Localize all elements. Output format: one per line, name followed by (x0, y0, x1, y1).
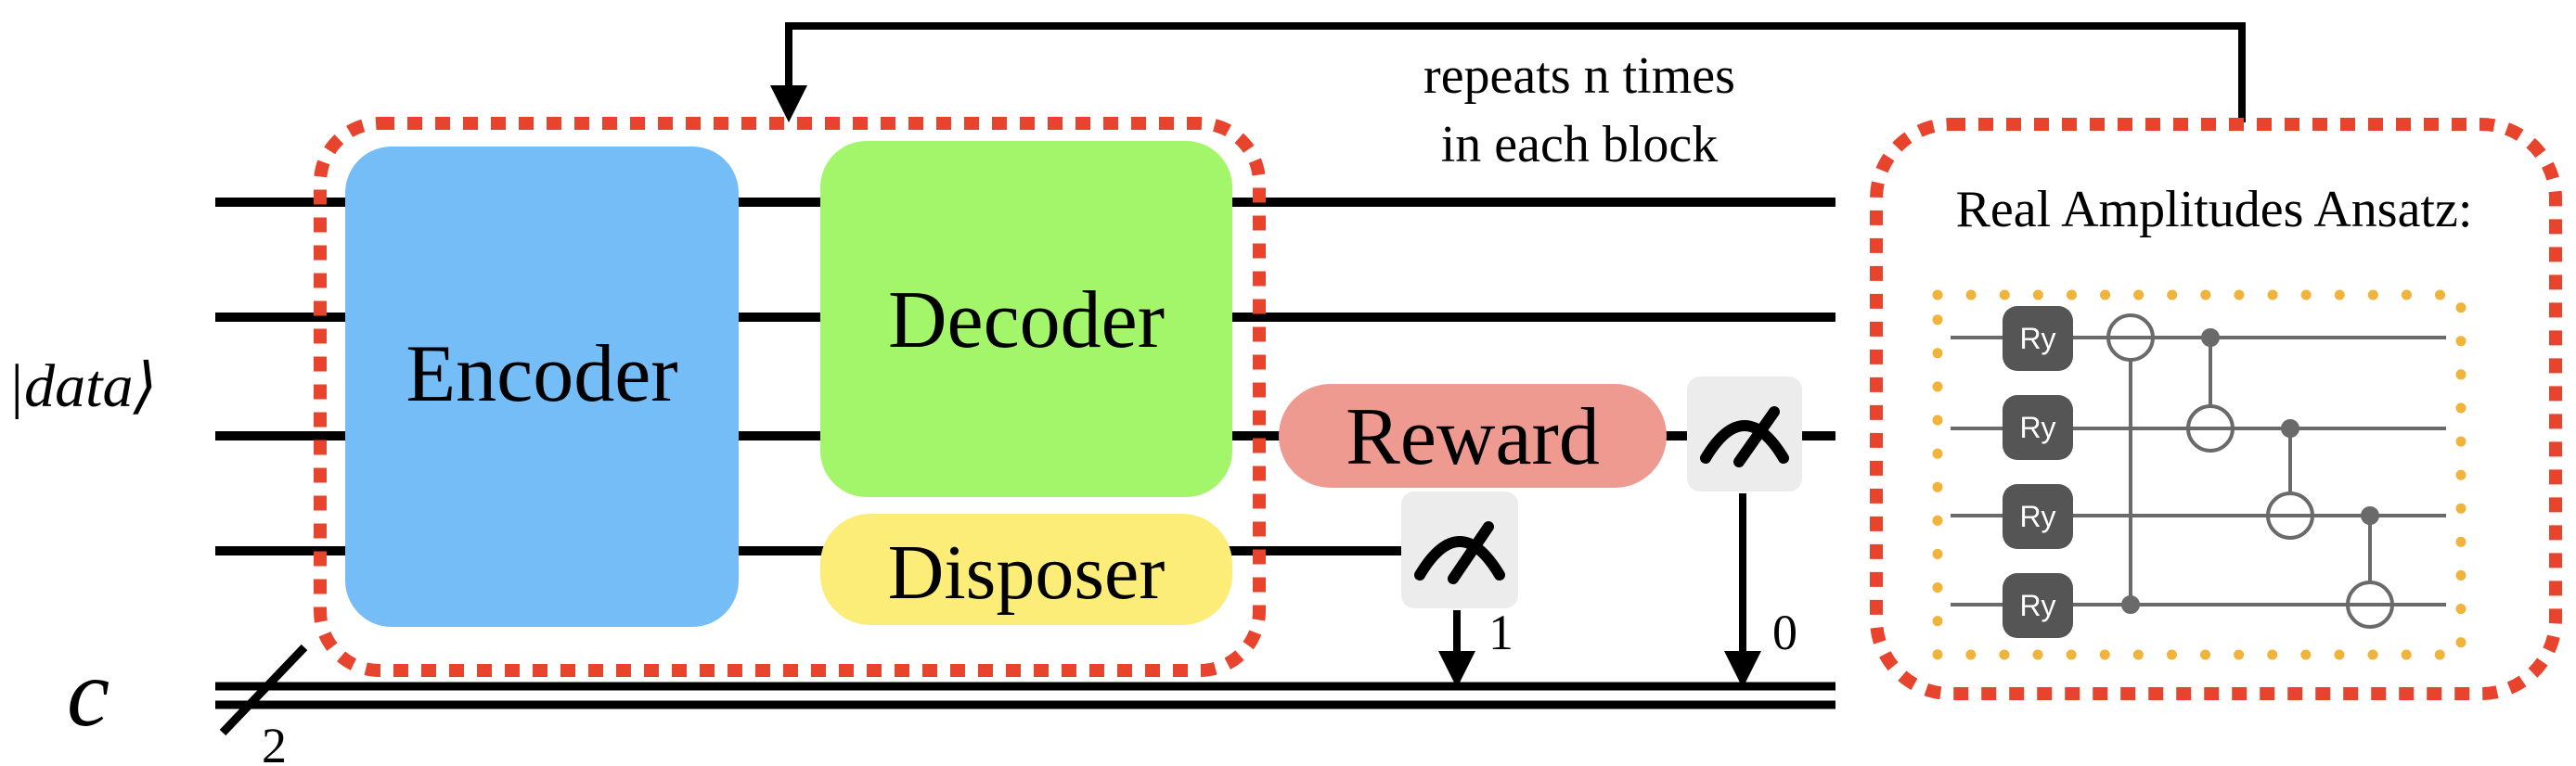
disposer-label: Disposer (888, 530, 1166, 616)
register-width-label: 2 (262, 718, 287, 766)
ry-gate-label: Ry (2019, 411, 2055, 444)
meter-icon (1414, 536, 1505, 581)
decoder-block (820, 141, 1232, 497)
encoder-label: Encoder (406, 329, 677, 419)
meter-box (1687, 377, 1802, 492)
cnot-gate (2346, 506, 2394, 629)
cnot-gate (2106, 313, 2155, 614)
meter-needle (1448, 521, 1494, 584)
ry-gate-box (2003, 573, 2073, 638)
ry-gate-box (2003, 484, 2073, 549)
feedback-label-line1: repeats n times (1423, 47, 1735, 105)
measurement-output-0: 0 (1772, 605, 1797, 660)
encoder-block (345, 147, 739, 627)
register-width-slash (219, 644, 308, 736)
ry-gate: Ry (2003, 484, 2073, 549)
ry-gate-label: Ry (2019, 322, 2055, 355)
ansatz-dotted-frame (1932, 289, 2467, 660)
meter-needle (1733, 406, 1780, 467)
measurement-gate-qubit-4 (1401, 492, 1518, 608)
cnot-control-dot (2201, 328, 2220, 347)
ansatz-title: Real Amplitudes Ansatz: (1956, 181, 2473, 238)
ry-gate: Ry (2003, 306, 2073, 371)
ry-gate: Ry (2003, 573, 2073, 638)
measurement-gate-qubit-3 (1687, 377, 1802, 492)
input-state-label: |data⟩ (7, 352, 157, 420)
reward-label: Reward (1346, 392, 1600, 482)
cnot-gate (2266, 419, 2314, 540)
ry-gate-label: Ry (2019, 589, 2055, 622)
feedback-loop-arrow (770, 22, 2246, 122)
disposer-block (820, 514, 1232, 625)
classical-register-label: c (67, 640, 109, 747)
feedback-label-line2: in each block (1441, 116, 1719, 173)
classical-register (215, 644, 1835, 736)
ry-gate-box (2003, 395, 2073, 460)
meter-box (1401, 492, 1518, 608)
repeated-block-border (314, 117, 1266, 677)
cnot-control-dot (2281, 419, 2299, 438)
reward-block (1279, 384, 1667, 488)
decoder-label: Decoder (888, 275, 1165, 365)
meter-icon (1700, 420, 1789, 464)
cnot-gate (2186, 328, 2235, 453)
measurement-output-1: 1 (1488, 605, 1513, 660)
ansatz-panel-border (1870, 118, 2562, 700)
cnot-control-dot (2361, 506, 2379, 525)
ry-gate: Ry (2003, 395, 2073, 460)
cnot-control-dot (2121, 595, 2140, 614)
ry-gate-label: Ry (2019, 500, 2055, 533)
ry-gate-box (2003, 306, 2073, 371)
